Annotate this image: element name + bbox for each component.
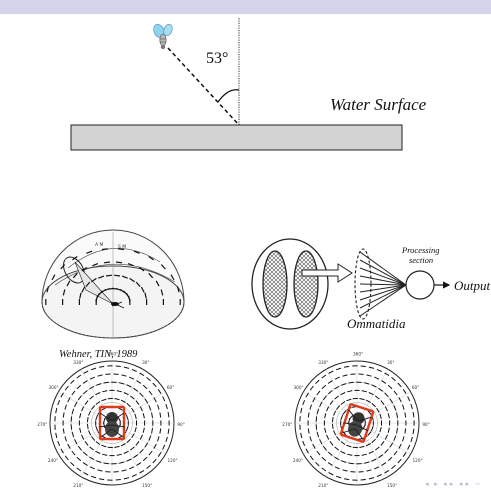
light-ray-line	[167, 47, 240, 126]
polar-tick-label: 330°	[73, 360, 83, 365]
nav-search-icon[interactable]: ∽	[474, 480, 481, 488]
polar-tick-label: 60°	[412, 385, 419, 390]
processing-label-line1: Processing	[401, 245, 439, 255]
header-bar	[0, 0, 491, 14]
eye-region-left	[262, 250, 288, 318]
polar-map-right: 360°30°60°90°120°150°180°210°240°270°300…	[282, 352, 430, 492]
nav-left-icon[interactable]: ◂	[425, 480, 430, 488]
polar-tick-label: 90°	[422, 422, 429, 427]
dome-insect-icon	[110, 301, 125, 309]
bee-icon	[153, 23, 173, 50]
polar-tick-label: 330°	[318, 360, 328, 365]
polar-tick-label: 120°	[413, 458, 423, 463]
water-surface-bar	[70, 124, 403, 151]
angle-arc	[217, 89, 240, 103]
brewster-angle-diagram: 53° Water Surface	[70, 18, 427, 151]
polar-map-left: 360°30°60°90°120°150°180°210°240°270°300…	[37, 352, 185, 492]
polar-tick-label: 90°	[177, 422, 184, 427]
processing-label-line2: section	[409, 255, 433, 265]
polar-tick-label: 360°	[108, 352, 118, 357]
svg-text:S M: S M	[118, 244, 126, 250]
navigation-bar: ◂ ▸ ◂ ▸ ◂ ▸ ∽	[425, 479, 481, 489]
eye-region-right	[293, 250, 319, 318]
sky-polarization-dome: A M S M	[41, 229, 185, 339]
svg-text:A M: A M	[95, 242, 104, 248]
polar-tick-label: 300°	[49, 385, 59, 390]
polar-tick-label: 210°	[318, 483, 328, 488]
polar-tick-label: 30°	[142, 360, 149, 365]
nav-section-icon[interactable]: ◂ ▸	[458, 480, 470, 488]
polar-tick-label: 150°	[142, 483, 152, 488]
water-surface-label: Water Surface	[330, 95, 427, 114]
polar-tick-label: 240°	[293, 458, 303, 463]
polar-tick-label: 270°	[282, 422, 292, 427]
ommatidia-processing-diagram: Processing section Output Ommatidia	[251, 238, 491, 331]
nav-right-icon[interactable]: ▸	[434, 480, 439, 488]
nav-frame-icon[interactable]: ◂ ▸	[443, 480, 454, 488]
polar-insect-icon	[339, 403, 375, 443]
angle-label: 53°	[206, 50, 228, 67]
output-label: Output	[454, 278, 491, 293]
polar-tick-label: 240°	[48, 458, 58, 463]
polar-tick-label: 210°	[73, 483, 83, 488]
polar-tick-label: 120°	[168, 458, 178, 463]
processing-section-circle	[405, 270, 435, 300]
polar-tick-label: 270°	[37, 422, 47, 427]
polar-tick-label: 60°	[167, 385, 174, 390]
hollow-arrow	[301, 263, 353, 283]
ommatidia-label: Ommatidia	[347, 316, 406, 331]
polar-tick-label: 150°	[387, 483, 397, 488]
polar-tick-label: 30°	[387, 360, 394, 365]
citation-label: Wehner, TIN, 1989	[59, 349, 138, 360]
polar-tick-label: 360°	[353, 352, 363, 357]
polar-insect-icon	[98, 405, 126, 441]
polar-tick-label: 300°	[294, 385, 304, 390]
